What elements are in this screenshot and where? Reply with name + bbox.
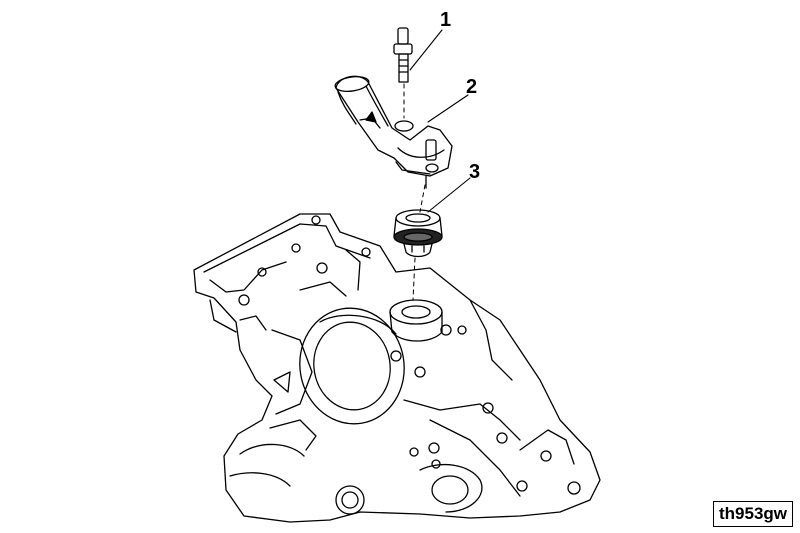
leader-line-1: [409, 29, 443, 71]
engine-front-cover: [193, 213, 601, 523]
callout-label-3: 3: [469, 161, 481, 183]
leader-lines: [409, 29, 471, 213]
assembly-axis: [403, 83, 426, 301]
thermostat-part-3: [393, 209, 443, 258]
leader-line-2: [427, 94, 469, 123]
callout-label-1: 1: [440, 9, 452, 31]
reference-code-tag: th953gw: [713, 501, 793, 527]
thermostat-housing-part-2: [334, 75, 453, 189]
callout-label-2: 2: [466, 76, 478, 98]
leader-line-3: [427, 177, 471, 213]
stud-bolt-part-1: [393, 27, 413, 83]
